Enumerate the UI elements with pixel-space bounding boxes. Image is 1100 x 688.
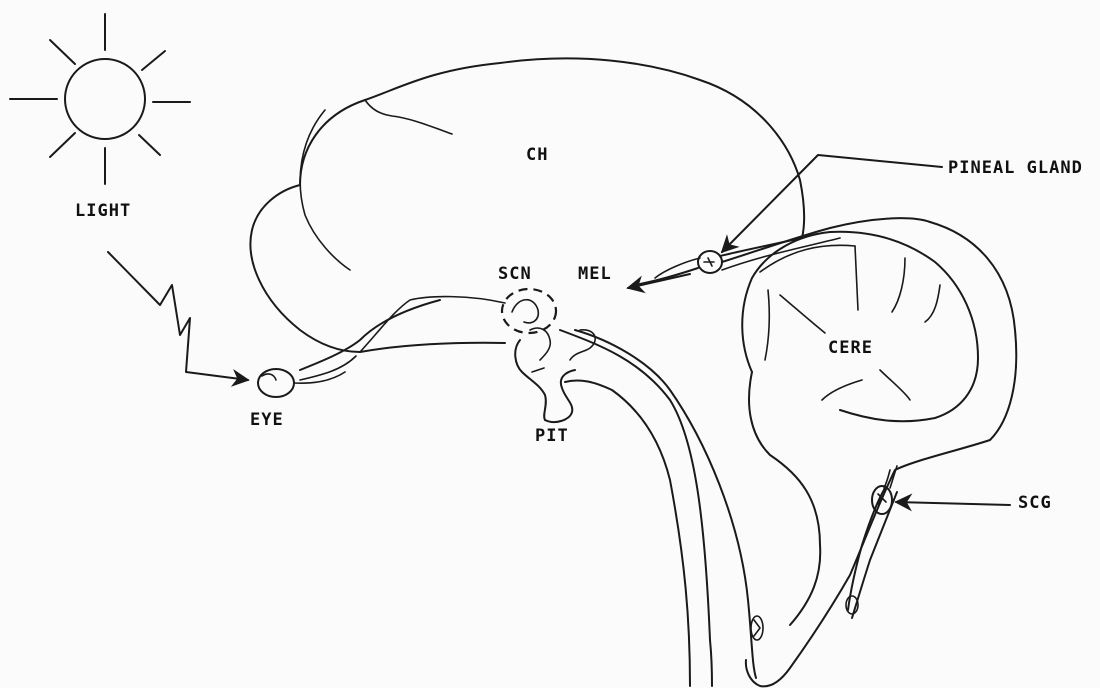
inner-neck-line (749, 372, 820, 625)
optic-nerve (300, 300, 440, 370)
sun-icon (10, 14, 190, 184)
light-ray-arrow (108, 252, 248, 380)
pineal-gland-icon (640, 251, 722, 284)
eye-icon (258, 369, 345, 397)
scn-inner-curl (512, 300, 538, 323)
label-cere: CERE (828, 340, 873, 357)
scg-ganglion (846, 466, 897, 618)
scn-nucleus (502, 289, 556, 333)
label-scn: SCN (498, 266, 532, 283)
cerebral-hemisphere-outline (250, 58, 804, 352)
pineal-pointer-arrow (722, 155, 942, 252)
spinal-ganglion (751, 616, 763, 640)
frontal-lobe-inner-curve (300, 110, 350, 270)
pituitary-gland (515, 328, 595, 422)
label-pineal-gland: PINEAL GLAND (948, 160, 1083, 177)
mel-arrow (628, 274, 690, 288)
label-pit: PIT (535, 428, 569, 445)
spinal-cord-inner (575, 330, 756, 678)
label-light: LIGHT (75, 203, 131, 220)
optic-nerve-inner (300, 356, 356, 380)
label-eye: EYE (250, 412, 284, 429)
scg-pointer-arrow (896, 502, 1010, 505)
cerebellum-outline (742, 232, 978, 422)
label-mel: MEL (578, 266, 612, 283)
central-sulcus (365, 100, 452, 134)
label-scg: SCG (1018, 495, 1052, 512)
lower-pathway (565, 380, 690, 686)
outer-head-outline (746, 222, 1016, 686)
label-ch: CH (526, 147, 548, 164)
pineal-nerve (722, 218, 930, 262)
